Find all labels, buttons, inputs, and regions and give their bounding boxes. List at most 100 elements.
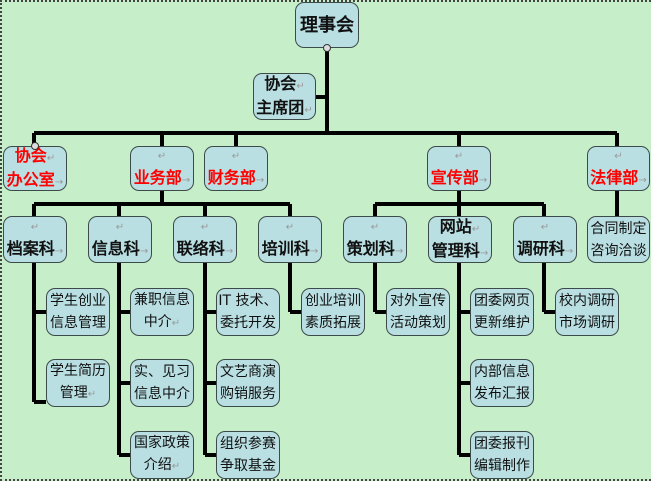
task-line2: 委托开发 bbox=[220, 315, 276, 331]
paragraph-mark-icon: → bbox=[309, 246, 319, 257]
node-task[interactable]: 对外宣传 活动策划 bbox=[386, 288, 450, 336]
task-line2: 活动策划 bbox=[390, 315, 446, 331]
node-presidium[interactable]: 协会↵ 主席团↵ bbox=[253, 73, 316, 120]
task-line1: 对外宣传 bbox=[390, 293, 446, 309]
paragraph-mark-icon: ↵ bbox=[304, 104, 313, 116]
node-task[interactable]: 校内调研 市场调研 bbox=[555, 288, 619, 336]
task-line1: IT 技术、 bbox=[218, 293, 278, 309]
node-board[interactable]: 理事会 bbox=[295, 2, 359, 48]
node-task[interactable]: 创业培训 素质拓展 bbox=[301, 288, 365, 336]
dept-label: 财务部 bbox=[207, 168, 256, 187]
task-line2: 管理 bbox=[59, 385, 88, 401]
task-line1: 内部信息 bbox=[474, 364, 530, 380]
paragraph-mark-icon: → bbox=[224, 246, 234, 257]
task-line1: 学生创业 bbox=[50, 293, 106, 309]
paragraph-mark-icon: ↵ bbox=[285, 222, 295, 233]
connector-handle-icon[interactable] bbox=[323, 44, 331, 52]
paragraph-mark-icon: ↵ bbox=[540, 222, 550, 233]
node-task[interactable]: 团委报刊 编辑制作 bbox=[470, 431, 534, 479]
task-line2: 素质拓展 bbox=[305, 315, 361, 331]
paragraph-mark-icon: ↵ bbox=[370, 222, 380, 233]
node-task[interactable]: 内部信息 发布汇报 bbox=[470, 359, 534, 407]
paragraph-mark-icon: ↵ bbox=[471, 223, 481, 235]
node-section-planning[interactable]: ↵ 策划科→ bbox=[343, 216, 407, 263]
task-line2: 购销服务 bbox=[220, 386, 276, 402]
task-line1: 学生简历 bbox=[50, 363, 106, 379]
node-legal-task[interactable]: 合同制定 咨询洽谈 bbox=[587, 216, 650, 263]
task-line1: 文艺商演 bbox=[220, 364, 276, 380]
node-task[interactable]: 国家政策 介绍↵ bbox=[130, 431, 194, 479]
node-section-liaison[interactable]: ↵ 联络科→ bbox=[173, 216, 237, 263]
node-dept-office[interactable]: 协会↵ 办公室→ bbox=[3, 146, 67, 191]
node-task[interactable]: 团委网页 更新维护 bbox=[470, 288, 534, 336]
node-presidium-line1: 协会 bbox=[264, 73, 297, 93]
section-label-line2: 管理科 bbox=[431, 240, 480, 260]
paragraph-mark-icon: ↵ bbox=[200, 222, 210, 233]
section-label: 信息科 bbox=[91, 239, 140, 258]
section-label: 联络科 bbox=[176, 239, 225, 258]
section-label: 培训科 bbox=[261, 239, 310, 258]
node-board-label: 理事会 bbox=[300, 14, 354, 36]
dept-label: 业务部 bbox=[133, 168, 182, 187]
dept-label-line1: 协会 bbox=[14, 145, 47, 165]
dept-label: 宣传部 bbox=[430, 168, 479, 187]
node-task[interactable]: 实、见习 信息中介 bbox=[130, 359, 194, 407]
task-line2: 更新维护 bbox=[474, 315, 530, 331]
node-task[interactable]: 学生创业 信息管理 bbox=[46, 288, 110, 336]
task-line2: 信息管理 bbox=[50, 315, 106, 331]
node-task[interactable]: 文艺商演 购销服务 bbox=[216, 359, 280, 407]
paragraph-mark-icon: → bbox=[478, 175, 488, 186]
paragraph-mark-icon: ↵ bbox=[454, 151, 464, 162]
task-line1: 国家政策 bbox=[134, 435, 190, 451]
node-presidium-line2: 主席团 bbox=[256, 97, 305, 117]
node-task[interactable]: IT 技术、 委托开发 bbox=[216, 288, 280, 336]
node-dept-publicity[interactable]: ↵ 宣传部→ bbox=[427, 146, 491, 191]
node-task[interactable]: 兼职信息 中介↵ bbox=[130, 288, 194, 336]
node-section-archives[interactable]: ↵ 档案科→ bbox=[3, 216, 67, 263]
node-section-info[interactable]: ↵ 信息科→ bbox=[88, 216, 152, 263]
task-line1: 合同制定 bbox=[590, 220, 647, 237]
node-section-website[interactable]: 网站↵ 管理科→ bbox=[428, 216, 492, 263]
section-label: 策划科 bbox=[346, 239, 395, 258]
task-line1: 团委报刊 bbox=[474, 436, 530, 452]
paragraph-mark-icon: ↵ bbox=[115, 222, 125, 233]
task-line2: 发布汇报 bbox=[474, 386, 530, 402]
node-task[interactable]: 学生简历 管理↵ bbox=[46, 359, 110, 407]
node-dept-finance[interactable]: ↵ 财务部→ bbox=[204, 146, 268, 191]
connector-handle-icon[interactable] bbox=[31, 142, 39, 150]
paragraph-mark-icon: ↵ bbox=[87, 389, 97, 400]
paragraph-mark-icon: ↵ bbox=[157, 151, 167, 162]
task-line2: 市场调研 bbox=[559, 315, 615, 331]
task-line1: 创业培训 bbox=[305, 293, 361, 309]
paragraph-mark-icon: → bbox=[54, 246, 64, 257]
task-line1: 团委网页 bbox=[474, 293, 530, 309]
task-line2: 信息中介 bbox=[134, 386, 190, 402]
dept-label-line2: 办公室 bbox=[6, 169, 55, 189]
node-task[interactable]: 组织参赛 争取基金 bbox=[216, 431, 280, 479]
paragraph-mark-icon: ↵ bbox=[171, 461, 181, 472]
node-dept-legal[interactable]: ↵ 法律部→ bbox=[587, 146, 650, 191]
paragraph-mark-icon: → bbox=[255, 175, 265, 186]
paragraph-mark-icon: ↵ bbox=[231, 151, 241, 162]
task-line2: 中介 bbox=[143, 314, 172, 330]
task-line2: 介绍 bbox=[143, 457, 172, 473]
paragraph-mark-icon: → bbox=[638, 175, 647, 186]
paragraph-mark-icon: → bbox=[564, 246, 574, 257]
node-section-research[interactable]: ↵ 调研科→ bbox=[513, 216, 577, 263]
task-line1: 组织参赛 bbox=[220, 436, 276, 452]
section-label: 调研科 bbox=[516, 239, 565, 258]
paragraph-mark-icon: → bbox=[394, 246, 404, 257]
task-line1: 校内调研 bbox=[559, 293, 615, 309]
paragraph-mark-icon: ↵ bbox=[30, 222, 40, 233]
paragraph-mark-icon: → bbox=[139, 246, 149, 257]
task-line1: 兼职信息 bbox=[134, 292, 190, 308]
node-dept-business[interactable]: ↵ 业务部→ bbox=[130, 146, 194, 191]
node-section-training[interactable]: ↵ 培训科→ bbox=[258, 216, 322, 263]
paragraph-mark-icon: ↵ bbox=[46, 152, 56, 164]
paragraph-mark-icon: ↵ bbox=[296, 80, 305, 92]
paragraph-mark-icon: → bbox=[479, 247, 489, 259]
task-line2: 争取基金 bbox=[220, 458, 276, 474]
task-line1: 实、见习 bbox=[134, 364, 190, 380]
